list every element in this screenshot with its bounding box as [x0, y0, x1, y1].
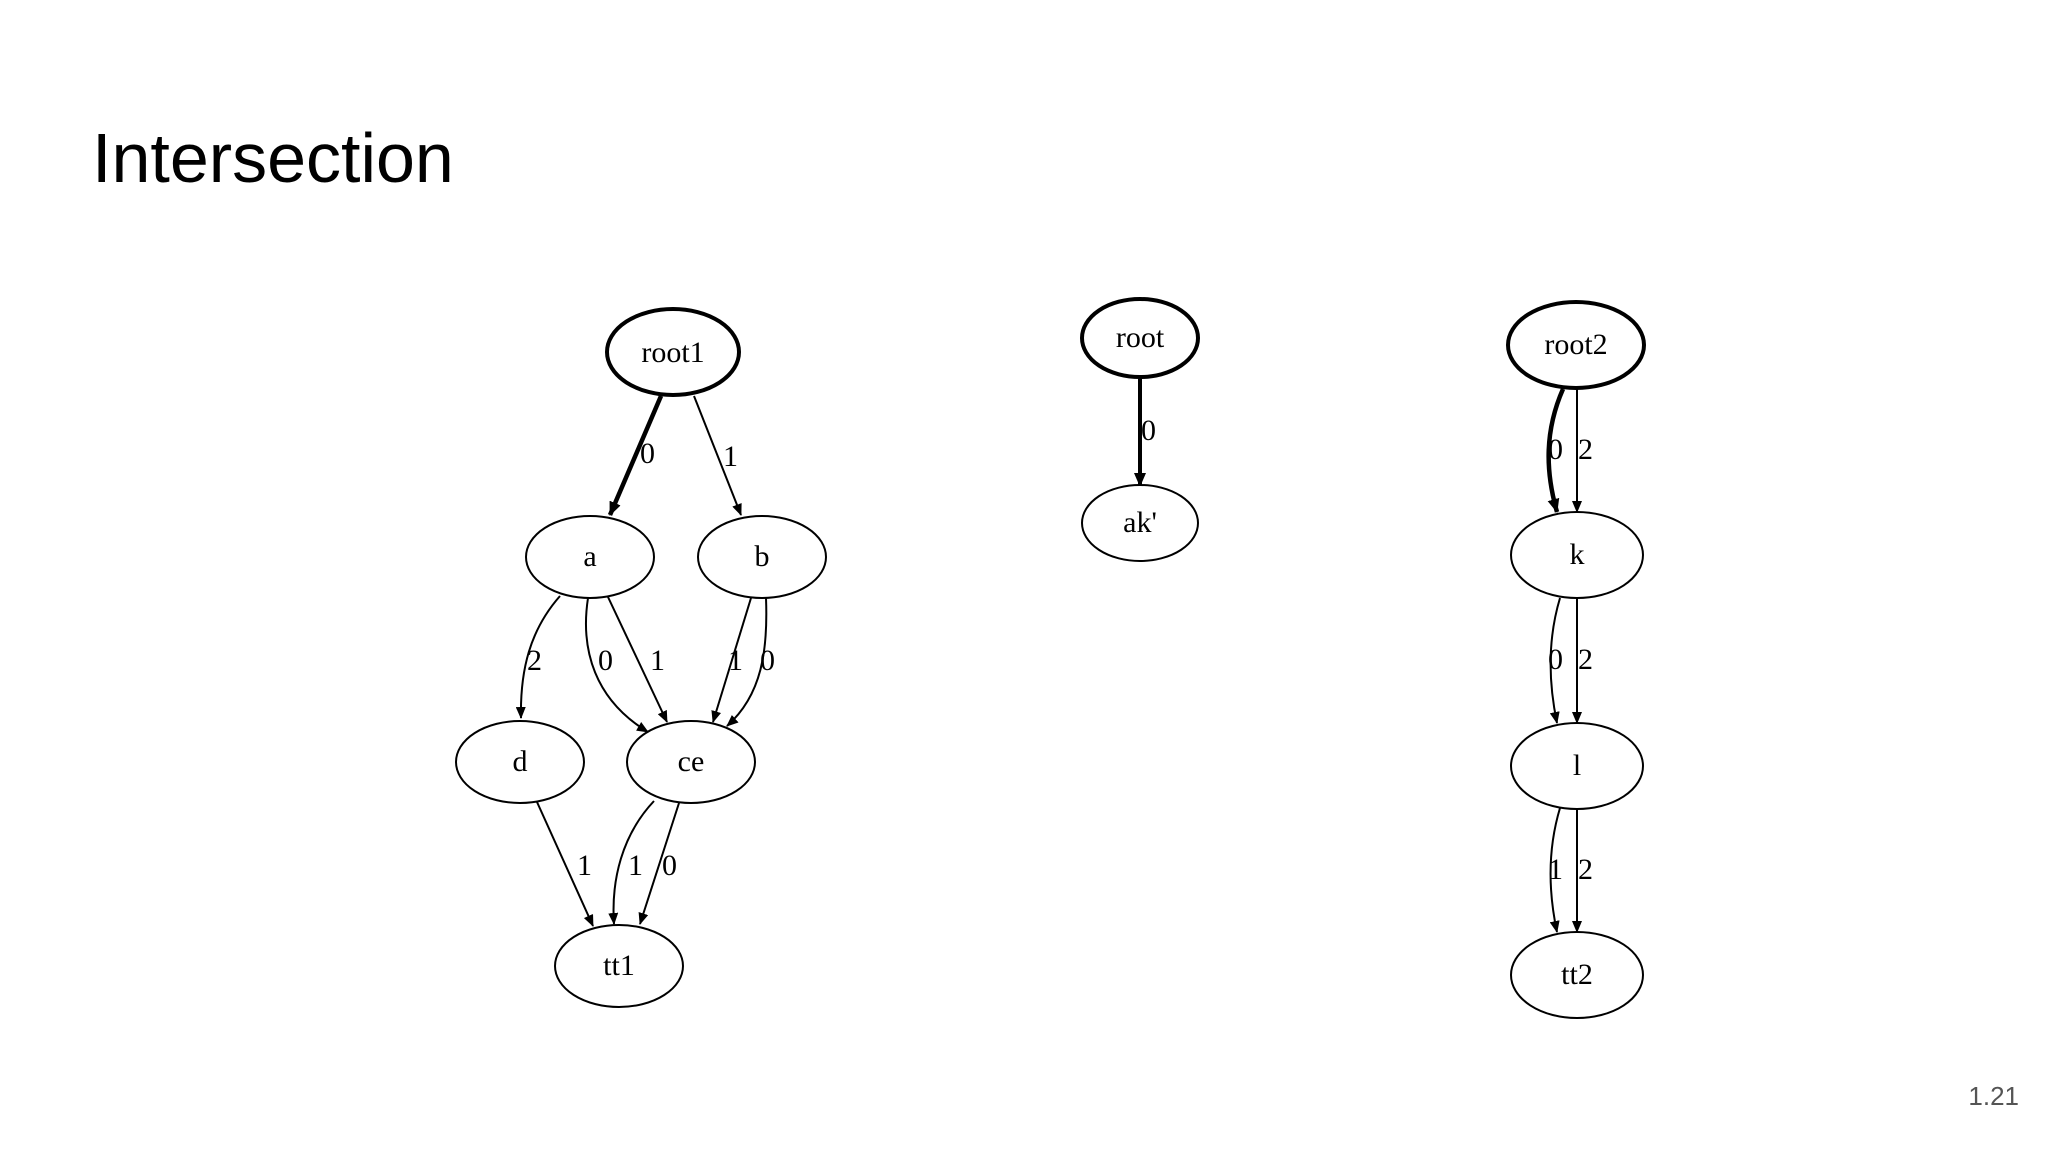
node-root2: root2 — [1506, 300, 1646, 390]
edge-k-l-0: 0 — [1548, 597, 1563, 724]
node-k: k — [1510, 511, 1644, 599]
node-label: tt1 — [603, 949, 635, 982]
node-b: b — [697, 515, 827, 599]
edge-label: 0 — [1141, 414, 1156, 447]
node-tt2: tt2 — [1510, 931, 1644, 1019]
edge-l-tt2-2: 2 — [1572, 808, 1593, 933]
edge-d-tt1: 1 — [536, 801, 594, 927]
node-label: ak' — [1123, 506, 1157, 539]
edge-label: 2 — [1578, 433, 1593, 466]
graph-right: 0 2 0 2 1 2 root2 k — [1506, 300, 1646, 1019]
edge-label: 1 — [628, 849, 643, 882]
edge-label: 1 — [577, 849, 592, 882]
node-ce: ce — [626, 720, 756, 804]
edge-a-ce-1: 1 — [607, 596, 668, 723]
edge-label: 0 — [1548, 433, 1563, 466]
node-label: tt2 — [1561, 958, 1593, 991]
node-label: root — [1116, 321, 1165, 354]
node-label: d — [513, 745, 528, 778]
edge-root2-k-2: 2 — [1572, 389, 1593, 513]
edge-b-ce-0: 0 — [726, 597, 775, 727]
node-root1: root1 — [605, 307, 741, 397]
slide-title: Intersection — [92, 119, 454, 197]
edge-root1-b: 1 — [693, 395, 742, 516]
edge-ce-tt1-1: 1 — [608, 800, 655, 925]
edge-label: 1 — [1548, 853, 1563, 886]
edge-label: 0 — [640, 437, 655, 470]
edge-k-l-2: 2 — [1572, 598, 1593, 724]
node-tt1: tt1 — [554, 924, 684, 1008]
edge-label: 2 — [527, 644, 542, 677]
edge-label: 1 — [728, 644, 743, 677]
node-label: b — [755, 540, 770, 573]
edge-l-tt2-1: 1 — [1548, 807, 1563, 933]
edge-b-ce-1: 1 — [711, 597, 752, 723]
edge-root2-k-0: 0 — [1546, 388, 1566, 513]
graph-middle: 0 root ak' — [1080, 297, 1200, 562]
edge-a-d: 2 — [515, 595, 561, 719]
node-label: root1 — [641, 336, 704, 369]
edge-a-ce-0: 0 — [584, 597, 649, 733]
edge-ce-tt1-0: 0 — [638, 802, 680, 925]
node-root: root — [1080, 297, 1200, 379]
node-l: l — [1510, 722, 1644, 810]
node-d: d — [455, 720, 585, 804]
edge-label: 2 — [1578, 643, 1593, 676]
edge-label: 2 — [1578, 853, 1593, 886]
node-a: a — [525, 515, 655, 599]
edge-label: 0 — [760, 644, 775, 677]
graph-left: 0 1 2 0 1 1 0 1 — [455, 307, 827, 1008]
node-label: root2 — [1544, 328, 1607, 361]
edge-label: 0 — [598, 644, 613, 677]
edge-root1-a: 0 — [607, 395, 664, 516]
edge-label: 1 — [723, 440, 738, 473]
node-label: l — [1573, 749, 1581, 782]
node-label: a — [583, 540, 596, 573]
node-label: ce — [678, 745, 705, 778]
page-number: 1.21 — [1968, 1081, 2019, 1111]
node-ak: ak' — [1081, 484, 1199, 562]
edge-root-ak: 0 — [1134, 377, 1156, 487]
edge-label: 1 — [650, 644, 665, 677]
node-label: k — [1570, 538, 1585, 571]
edge-label: 0 — [1548, 643, 1563, 676]
edge-label: 0 — [662, 849, 677, 882]
